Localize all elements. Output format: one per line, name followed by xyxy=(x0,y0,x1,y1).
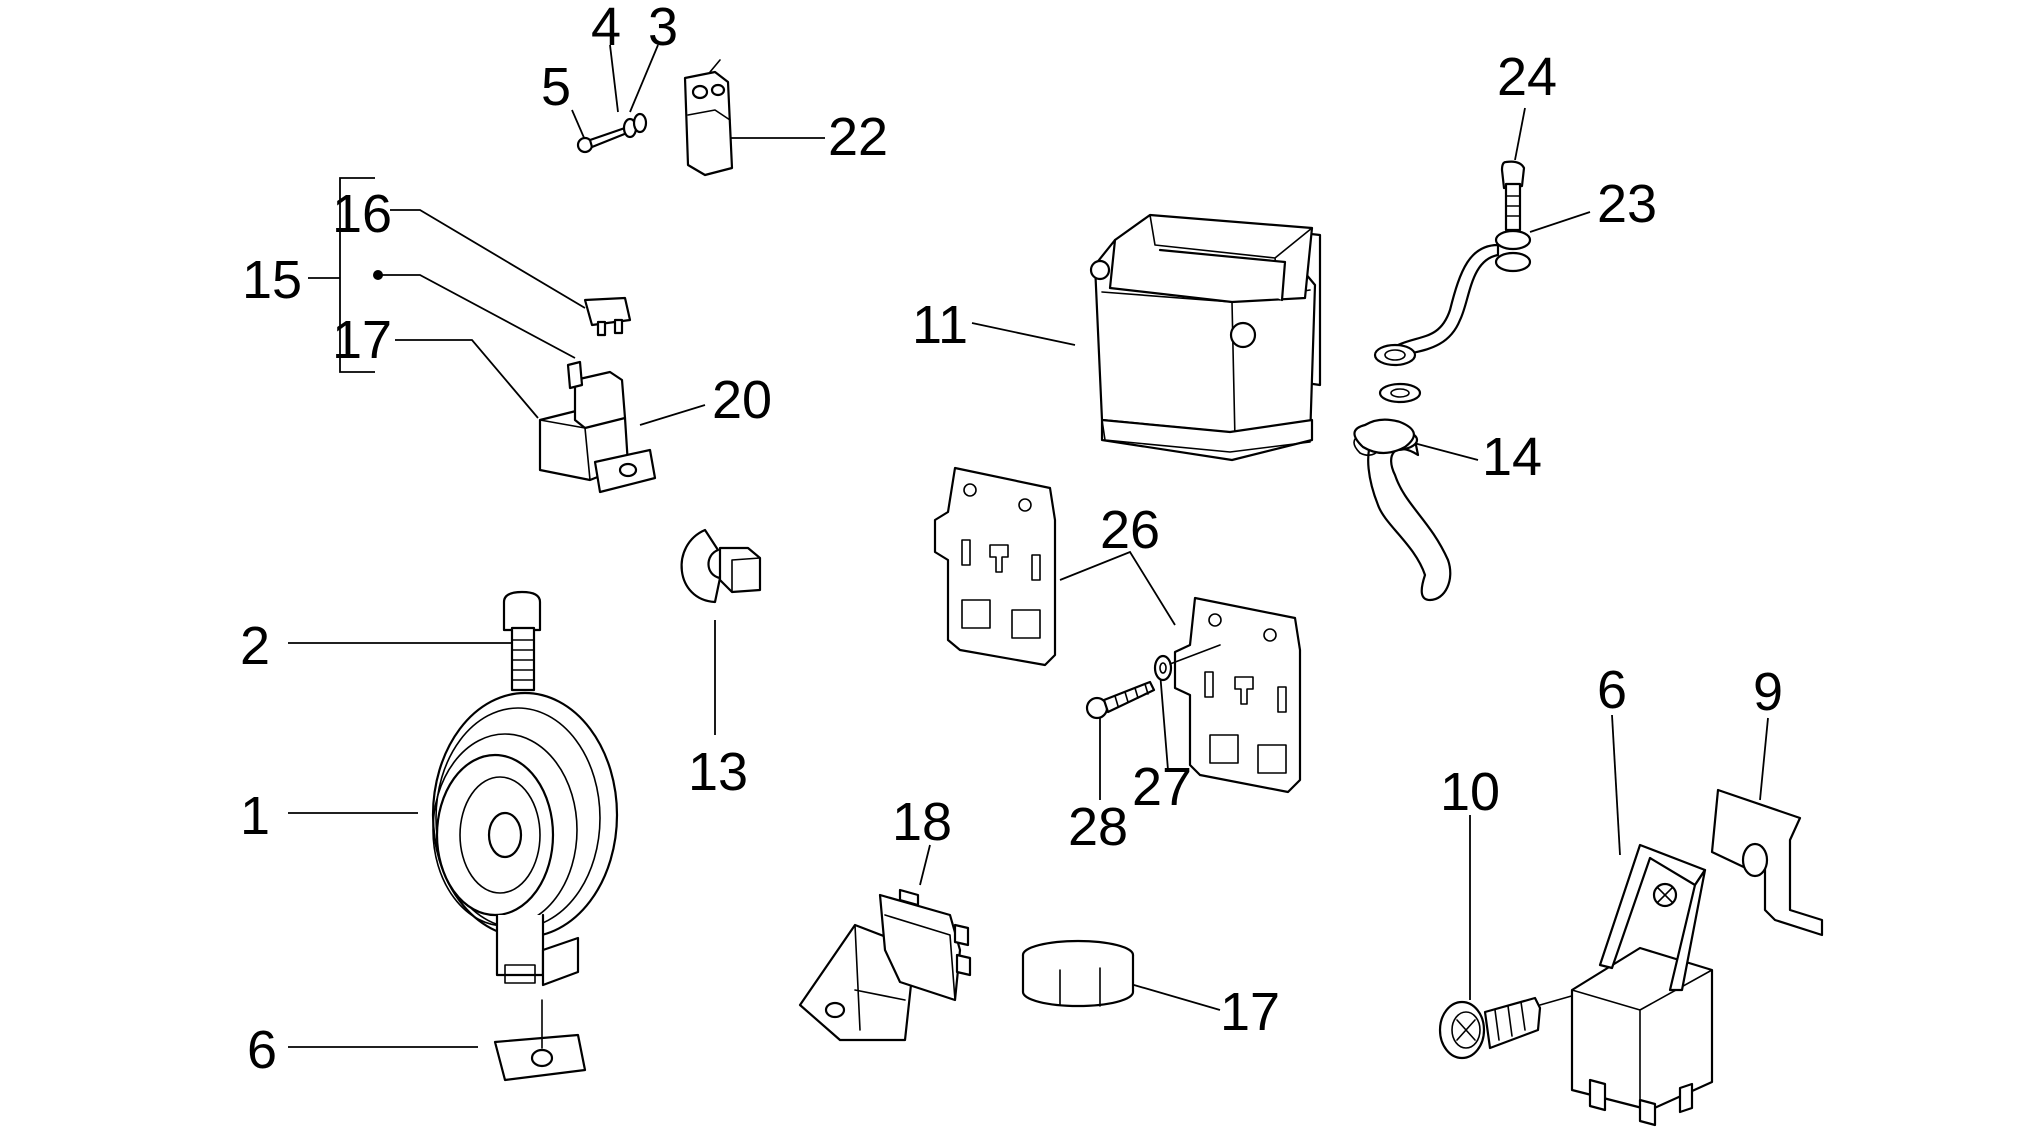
flasher-relay xyxy=(798,888,972,1042)
blade-fuse xyxy=(583,296,632,337)
callout-23: 23 xyxy=(1597,174,1657,234)
tube-clamp xyxy=(1353,418,1415,455)
callout-5: 5 xyxy=(541,57,571,117)
callout-14: 14 xyxy=(1482,427,1542,487)
hose-clip xyxy=(1021,939,1135,1008)
plate-screw xyxy=(1085,680,1156,720)
callout-6-relay: 6 xyxy=(1597,660,1627,720)
callout-13: 13 xyxy=(688,742,748,802)
callout-18: 18 xyxy=(892,792,952,852)
battery-cable xyxy=(1373,160,1532,367)
callout-17-fuse: 17 xyxy=(332,310,392,370)
horn-mount-clip xyxy=(493,999,587,1082)
battery-plates-2 xyxy=(1173,596,1302,794)
callout-3: 3 xyxy=(648,0,678,57)
callout-9: 9 xyxy=(1753,662,1783,722)
callout-28: 28 xyxy=(1068,797,1128,857)
callout-27: 27 xyxy=(1132,757,1192,817)
callout-11: 11 xyxy=(912,295,968,355)
callout-20: 20 xyxy=(712,370,772,430)
callout-6-horn: 6 xyxy=(247,1020,277,1080)
horn xyxy=(431,691,619,987)
battery-plates xyxy=(933,466,1057,667)
horn-bolt xyxy=(502,590,542,692)
callout-10: 10 xyxy=(1440,762,1500,822)
bracket-screw xyxy=(576,112,648,154)
plate-washer xyxy=(1153,644,1221,682)
callout-26: 26 xyxy=(1100,500,1160,560)
fuse-bracket xyxy=(683,59,734,177)
relay-unit xyxy=(1570,843,1714,1127)
relay-bracket xyxy=(1710,788,1824,937)
callout-22: 22 xyxy=(828,107,888,167)
callout-labels: 1 2 3 4 5 6 6 9 10 11 13 14 15 16 17 17 … xyxy=(240,0,1783,1080)
grommet-clip xyxy=(680,528,762,604)
callout-15: 15 xyxy=(242,250,302,310)
callout-24: 24 xyxy=(1497,47,1557,107)
rivet-screw xyxy=(1438,994,1576,1060)
leader-lines xyxy=(288,44,1769,1048)
breather-tube xyxy=(1353,382,1452,602)
fuse-holder xyxy=(538,360,657,494)
callout-1: 1 xyxy=(240,786,270,846)
battery xyxy=(1089,213,1322,462)
callout-17-clip: 17 xyxy=(1220,982,1280,1042)
callout-16: 16 xyxy=(332,184,392,244)
callout-2: 2 xyxy=(240,616,270,676)
callout-4: 4 xyxy=(591,0,621,57)
